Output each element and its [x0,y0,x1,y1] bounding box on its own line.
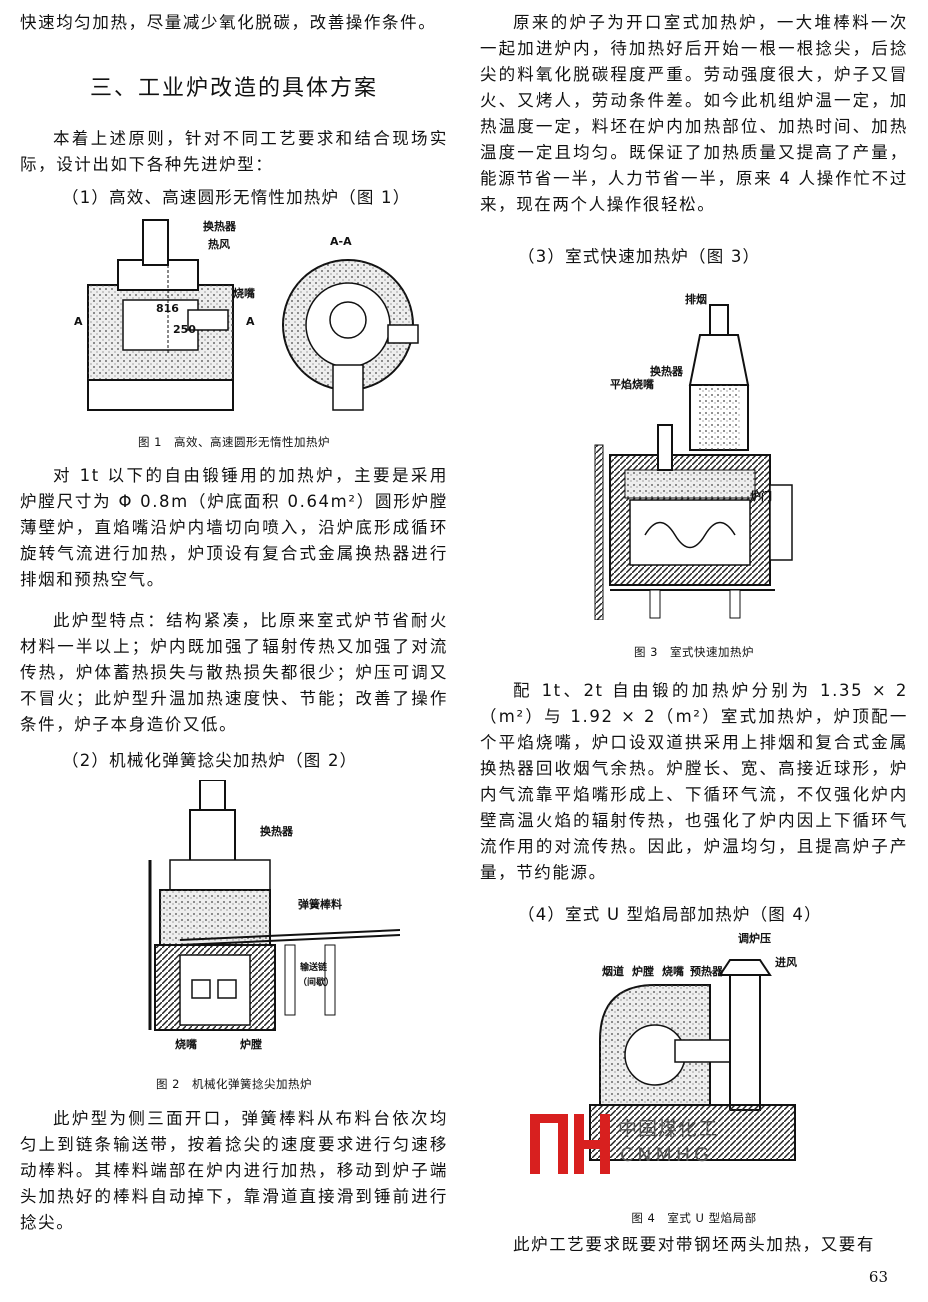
last-line: 此炉工艺要求既要对带钢坯两头加热，又要有 [513,1235,875,1254]
fig4-label-burner: 烧嘴 [662,964,684,978]
fig1-label-hot-air: 热风 [208,237,230,251]
paragraph-2: 此炉型特点：结构紧凑，比原来室式炉节省耐火材料一半以上；炉内既加强了辐射传热又加… [20,611,448,734]
fig1-label-a-left: A [74,315,83,328]
paragraph-r2: 配 1t、2t 自由锻的加热炉分别为 1.35 × 2（m²）与 1.92 × … [480,681,908,882]
section-heading: 三、工业炉改造的具体方案 [89,76,378,101]
figure-4: 调炉压 进风 烟道 炉膛 烧嘴 预热器 [580,930,820,1195]
item-4-heading: （4）室式 U 型焰局部加热炉（图 4） [518,905,822,924]
fig3-label-flat-burner: 平焰烧嘴 [610,377,654,391]
fig1-label-exchanger: 换热器 [203,219,237,233]
fig2-label-hearth: 炉膛 [240,1037,262,1051]
watermark-en: CNMHG [620,1144,713,1166]
fig1-label-a-right: A [246,315,255,328]
watermark: 中国煤化工 CNMHG [528,1110,758,1176]
fig1-label-section: A-A [330,235,352,248]
figure-1: 816 250 换热器 热风 烧嘴 A A A-A [68,215,428,415]
figure-3-caption: 图 3 室式快速加热炉 [634,645,754,659]
fig4-label-air-in: 进风 [775,955,797,969]
fig2-label-interval: （间歇） [298,976,334,988]
fig4-label-pressure: 调炉压 [738,931,771,945]
intro-paragraph: 本着上述原则，针对不同工艺要求和结合现场实际，设计出如下各种先进炉型： [20,129,448,174]
item-1-heading: （1）高效、高速圆形无惰性加热炉（图 1） [62,188,411,207]
fig2-label-conveyor: 输送链 [300,961,328,973]
page-number: 63 [868,1268,888,1286]
item-2-heading: （2）机械化弹簧捻尖加热炉（图 2） [62,751,358,770]
fig3-label-door: 炉门 [750,489,772,503]
fig1-label-burner: 烧嘴 [233,286,255,300]
fig1-dim-250: 250 [173,323,196,336]
fig2-label-burner: 烧嘴 [175,1037,197,1051]
figure-2-caption: 图 2 机械化弹簧捻尖加热炉 [156,1077,312,1091]
fig3-label-smoke: 排烟 [685,292,707,306]
fig4-label-hearth: 炉膛 [632,964,654,978]
item-3-heading: （3）室式快速加热炉（图 3） [518,247,761,266]
fig4-label-preheater: 预热器 [690,964,724,978]
fig2-label-exchanger: 换热器 [260,824,294,838]
fig2-label-spring-bar: 弹簧棒料 [298,897,342,911]
watermark-cn: 中国煤化工 [618,1118,719,1140]
figure-1-caption: 图 1 高效、高速圆形无惰性加热炉 [138,435,330,449]
figure-2: 换热器 弹簧棒料 输送链 （间歇） 烧嘴 炉膛 [120,780,400,1055]
watermark-logo [530,1114,610,1174]
fig3-label-exchanger: 换热器 [650,364,684,378]
fig1-dim-816: 816 [156,302,179,315]
top-line: 快速均匀加热，尽量减少氧化脱碳，改善操作条件。 [20,13,437,32]
figure-3: 排烟 换热器 平焰烧嘴 炉门 [590,285,800,620]
paragraph-3: 此炉型为侧三面开口，弹簧棒料从布料台依次均匀上到链条输送带，按着捻尖的速度要求进… [20,1109,448,1232]
paragraph-r1: 原来的炉子为开口室式加热炉，一大堆棒料一次一起加进炉内，待加热好后开始一根一根捻… [480,13,908,214]
paragraph-1: 对 1t 以下的自由锻锤用的加热炉，主要是采用炉膛尺寸为 Φ 0.8m（炉底面积… [20,466,448,589]
figure-4-caption: 图 4 室式 U 型焰局部 [631,1211,757,1225]
fig4-label-flue: 烟道 [602,964,624,978]
